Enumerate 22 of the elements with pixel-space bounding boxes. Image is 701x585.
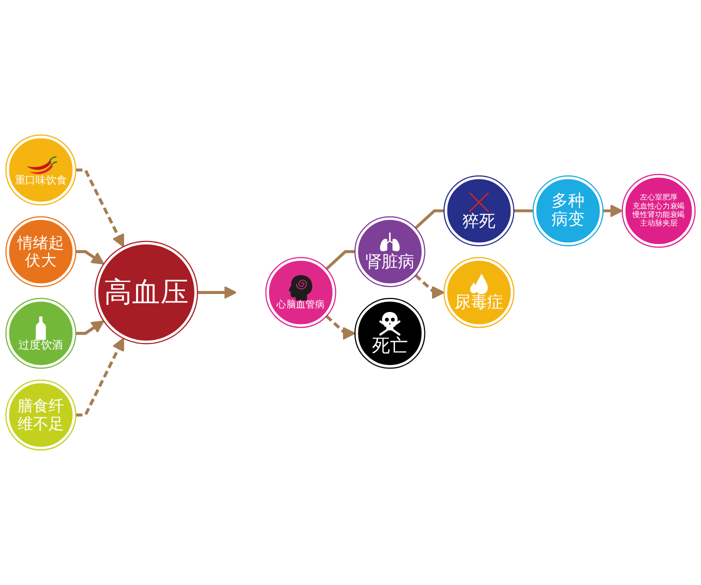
connector <box>325 250 355 270</box>
node-circle: 肾脏病 <box>354 216 426 288</box>
node-circle: 猝死 <box>444 175 514 246</box>
connector <box>514 209 534 212</box>
connector <box>414 209 444 230</box>
arrow <box>325 315 356 340</box>
arrow <box>76 250 104 265</box>
arrow <box>414 274 445 300</box>
arrow <box>76 168 124 248</box>
node-circle: 膳食纤维不足 <box>5 380 76 450</box>
node-circle: 情绪起伏大 <box>5 216 76 288</box>
node-circle: 过度饮酒 <box>5 298 76 369</box>
arrow <box>602 204 623 218</box>
node-circle: 心脑血管病 <box>265 257 336 328</box>
node-circle: 尿毒症 <box>444 257 514 328</box>
arrow <box>76 320 104 335</box>
node-circle: 多种病变 <box>532 175 604 246</box>
node-circle: 高血压 <box>94 240 198 344</box>
node-circle: 重口味饮食 <box>5 134 76 206</box>
arrow <box>76 338 124 416</box>
arrow <box>198 286 237 300</box>
node-circle: 死亡 <box>354 298 426 369</box>
